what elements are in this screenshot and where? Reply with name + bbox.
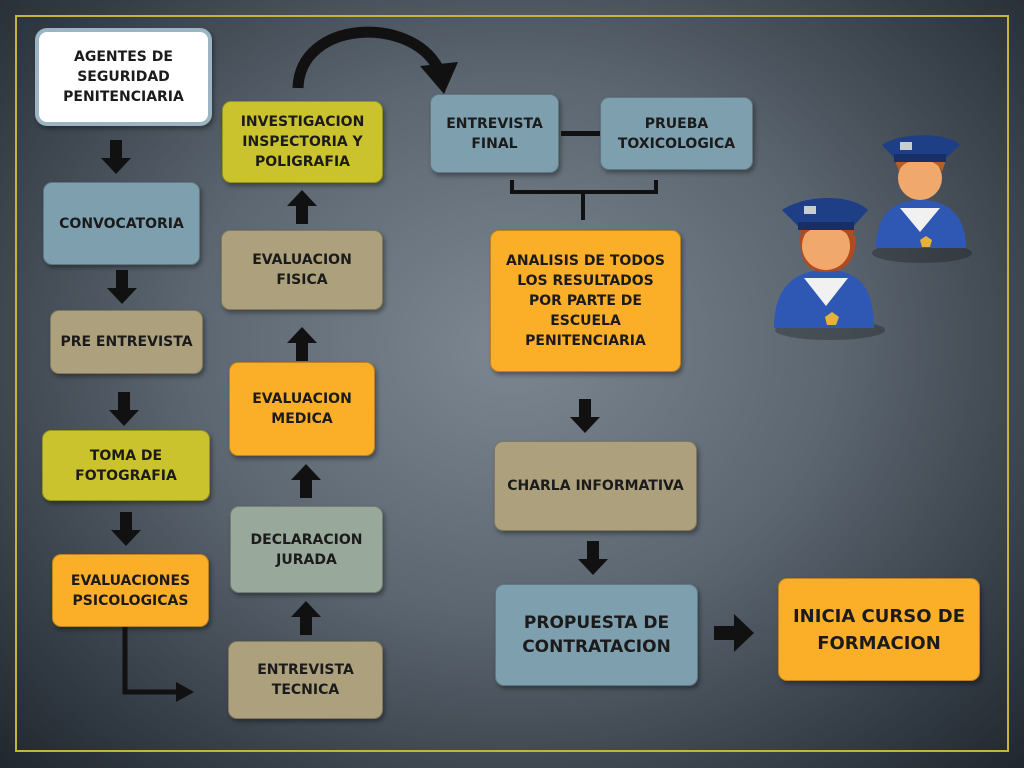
box-toma-fotografia: TOMA DE FOTOGRAFIA bbox=[42, 430, 210, 501]
arrow-down-6 bbox=[578, 541, 608, 575]
bracket bbox=[510, 180, 658, 194]
arrow-right bbox=[714, 614, 754, 652]
box-propuesta-contratacion: PROPUESTA DE CONTRATACION bbox=[495, 584, 698, 686]
box-analisis: ANALISIS DE TODOS LOS RESULTADOS POR PAR… bbox=[490, 230, 681, 372]
arrow-down-4 bbox=[111, 512, 141, 546]
police-officer-female-icon bbox=[774, 198, 885, 340]
arrow-up-3 bbox=[287, 327, 317, 361]
police-officer-male-icon bbox=[872, 135, 972, 263]
box-entrevista-final: ENTREVISTA FINAL bbox=[430, 94, 559, 173]
bracket-stem bbox=[581, 192, 585, 220]
box-evaluacion-fisica: EVALUACION FISICA bbox=[221, 230, 383, 310]
box-evaluaciones-psicologicas: EVALUACIONES PSICOLOGICAS bbox=[52, 554, 209, 627]
box-prueba-toxicologica: PRUEBA TOXICOLOGICA bbox=[600, 97, 753, 170]
box-agentes: AGENTES DE SEGURIDAD PENITENCIARIA bbox=[35, 28, 212, 126]
box-declaracion-jurada: DECLARACION JURADA bbox=[230, 506, 383, 593]
connector-l bbox=[122, 627, 178, 695]
box-inicia-curso: INICIA CURSO DE FORMACION bbox=[778, 578, 980, 681]
slide-frame bbox=[15, 15, 1009, 752]
box-investigacion: INVESTIGACION INSPECTORIA Y POLIGRAFIA bbox=[222, 101, 383, 183]
box-entrevista-tecnica: ENTREVISTA TECNICA bbox=[228, 641, 383, 719]
arrow-down-2 bbox=[107, 270, 137, 304]
arrow-up-2 bbox=[291, 464, 321, 498]
curved-arrow-head bbox=[420, 62, 458, 94]
box-evaluacion-medica: EVALUACION MEDICA bbox=[229, 362, 375, 456]
curved-arrow bbox=[292, 26, 443, 89]
arrow-up-4 bbox=[287, 190, 317, 224]
box-convocatoria: CONVOCATORIA bbox=[43, 182, 200, 265]
arrow-up-1 bbox=[291, 601, 321, 635]
box-pre-entrevista: PRE ENTREVISTA bbox=[50, 310, 203, 374]
box-charla-informativa: CHARLA INFORMATIVA bbox=[494, 441, 697, 531]
arrow-down-5 bbox=[570, 399, 600, 433]
connector-l-head bbox=[176, 682, 194, 702]
arrow-down-3 bbox=[109, 392, 139, 426]
arrow-down-1 bbox=[101, 140, 131, 174]
connector-dash bbox=[561, 131, 600, 136]
